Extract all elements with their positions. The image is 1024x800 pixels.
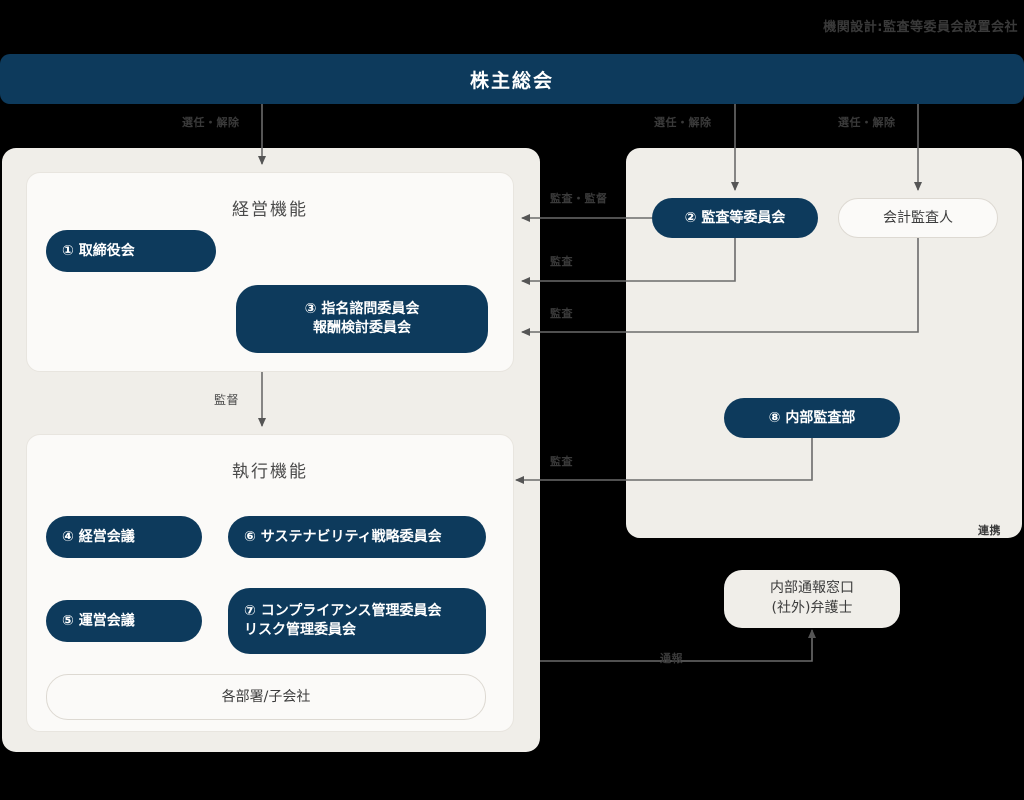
node-shareholders-meeting[interactable]: 株主総会 [0, 54, 1024, 104]
node-label: ⑤ 運営会議 [62, 612, 135, 629]
node-operations-meeting[interactable]: ⑤ 運営会議 [46, 600, 202, 642]
edge-audit-3 [515, 438, 813, 484]
node-sustainability-committee[interactable]: ⑥ サステナビリティ戦略委員会 [228, 516, 486, 558]
node-compliance-committee[interactable]: ⑦ コンプライアンス管理委員会 リスク管理委員会 [228, 588, 486, 654]
node-label: 株主総会 [469, 69, 554, 92]
node-label: ① 取締役会 [62, 242, 135, 259]
edge-audit-2 [521, 238, 919, 336]
node-internal-audit-dept[interactable]: ⑧ 内部監査部 [724, 398, 900, 438]
edge-label-report: 通報 [660, 652, 683, 665]
edge-label-audit-supervise: 監査・監督 [550, 192, 608, 205]
edge-label-audit-1: 監査 [550, 255, 573, 268]
node-label-line2: 報酬検討委員会 [312, 320, 411, 336]
node-board-of-directors[interactable]: ① 取締役会 [46, 230, 216, 272]
edge-report [540, 629, 816, 662]
node-label-line1: ③ 指名諮問委員会 [304, 301, 420, 318]
node-whistleblower-desk[interactable]: 内部通報窓口 (社外)弁護士 [724, 570, 900, 628]
edge-label-cooperate: 連携 [978, 524, 1001, 537]
node-label: 各部署/子会社 [221, 688, 311, 705]
node-nomination-committee[interactable]: ③ 指名諮問委員会 報酬検討委員会 [236, 285, 488, 353]
node-label: 会計監査人 [883, 209, 953, 226]
node-label: ④ 経営会議 [62, 528, 135, 545]
edge-label-appoint-left: 選任・解除 [182, 116, 240, 129]
subpanel-title-execution: 執行機能 [232, 462, 308, 482]
edge-label-appoint-right: 選任・解除 [838, 116, 896, 129]
subpanel-title-management: 経営機能 [232, 200, 308, 220]
node-label-line1: ⑦ コンプライアンス管理委員会 [244, 603, 442, 620]
diagram-title: 機関設計:監査等委員会設置会社 [823, 20, 1018, 35]
edge-label-supervise: 監督 [214, 393, 240, 407]
edge-label-audit-3: 監査 [550, 455, 573, 468]
edge-audit-1 [521, 238, 736, 285]
edge-label-appoint-mid: 選任・解除 [654, 116, 712, 129]
node-label: ② 監査等委員会 [684, 209, 786, 226]
node-label-line2: リスク管理委員会 [244, 622, 356, 638]
node-label: ⑧ 内部監査部 [768, 409, 856, 426]
node-label-line1: 内部通報窓口 [770, 580, 854, 597]
node-management-meeting[interactable]: ④ 経営会議 [46, 516, 202, 558]
node-label-line2: (社外)弁護士 [771, 600, 853, 616]
node-audit-committee[interactable]: ② 監査等委員会 [652, 198, 818, 238]
node-departments-subsidiaries[interactable]: 各部署/子会社 [46, 674, 486, 720]
node-accounting-auditor[interactable]: 会計監査人 [838, 198, 998, 238]
edge-label-audit-2: 監査 [550, 307, 573, 320]
node-label: ⑥ サステナビリティ戦略委員会 [244, 528, 442, 545]
